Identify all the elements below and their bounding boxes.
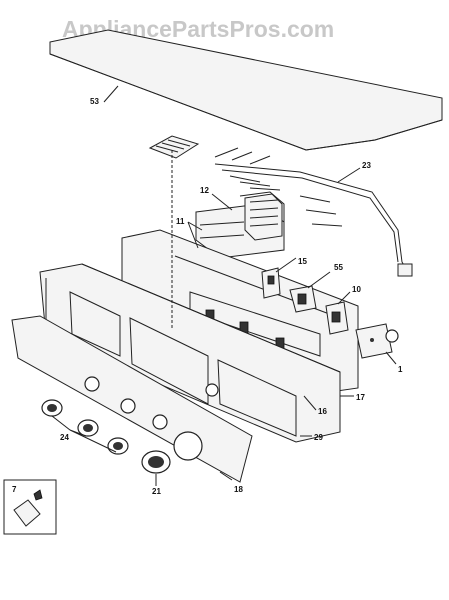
switch-55 bbox=[289, 285, 317, 313]
leader-lines bbox=[51, 85, 397, 486]
timer-knob bbox=[141, 450, 171, 474]
callout-23: 23 bbox=[362, 161, 371, 170]
callout-12: 12 bbox=[200, 186, 209, 195]
control-console bbox=[121, 229, 359, 393]
switch-15 bbox=[261, 267, 281, 299]
wire-harness bbox=[214, 163, 413, 277]
callout-1: 1 bbox=[398, 365, 403, 374]
timer bbox=[355, 323, 399, 359]
callout-10: 10 bbox=[352, 285, 361, 294]
knobs bbox=[41, 399, 129, 455]
harness-connector bbox=[148, 135, 200, 159]
callout-11: 11 bbox=[176, 217, 185, 226]
callout-21: 21 bbox=[152, 487, 161, 496]
front-panel bbox=[11, 315, 253, 483]
callout-53: 53 bbox=[90, 97, 99, 106]
callout-15: 15 bbox=[298, 257, 307, 266]
switch-10 bbox=[325, 301, 349, 335]
bracket-assembly bbox=[195, 191, 285, 259]
callout-55: 55 bbox=[334, 263, 343, 272]
callout-7: 7 bbox=[12, 485, 17, 494]
callout-29: 29 bbox=[314, 433, 323, 442]
harness-wires bbox=[214, 147, 271, 165]
top-panel bbox=[49, 29, 443, 151]
callout-18: 18 bbox=[234, 485, 243, 494]
callout-16: 16 bbox=[318, 407, 327, 416]
callout-24: 24 bbox=[60, 433, 69, 442]
inset-part-7 bbox=[3, 479, 57, 535]
callout-17: 17 bbox=[356, 393, 365, 402]
